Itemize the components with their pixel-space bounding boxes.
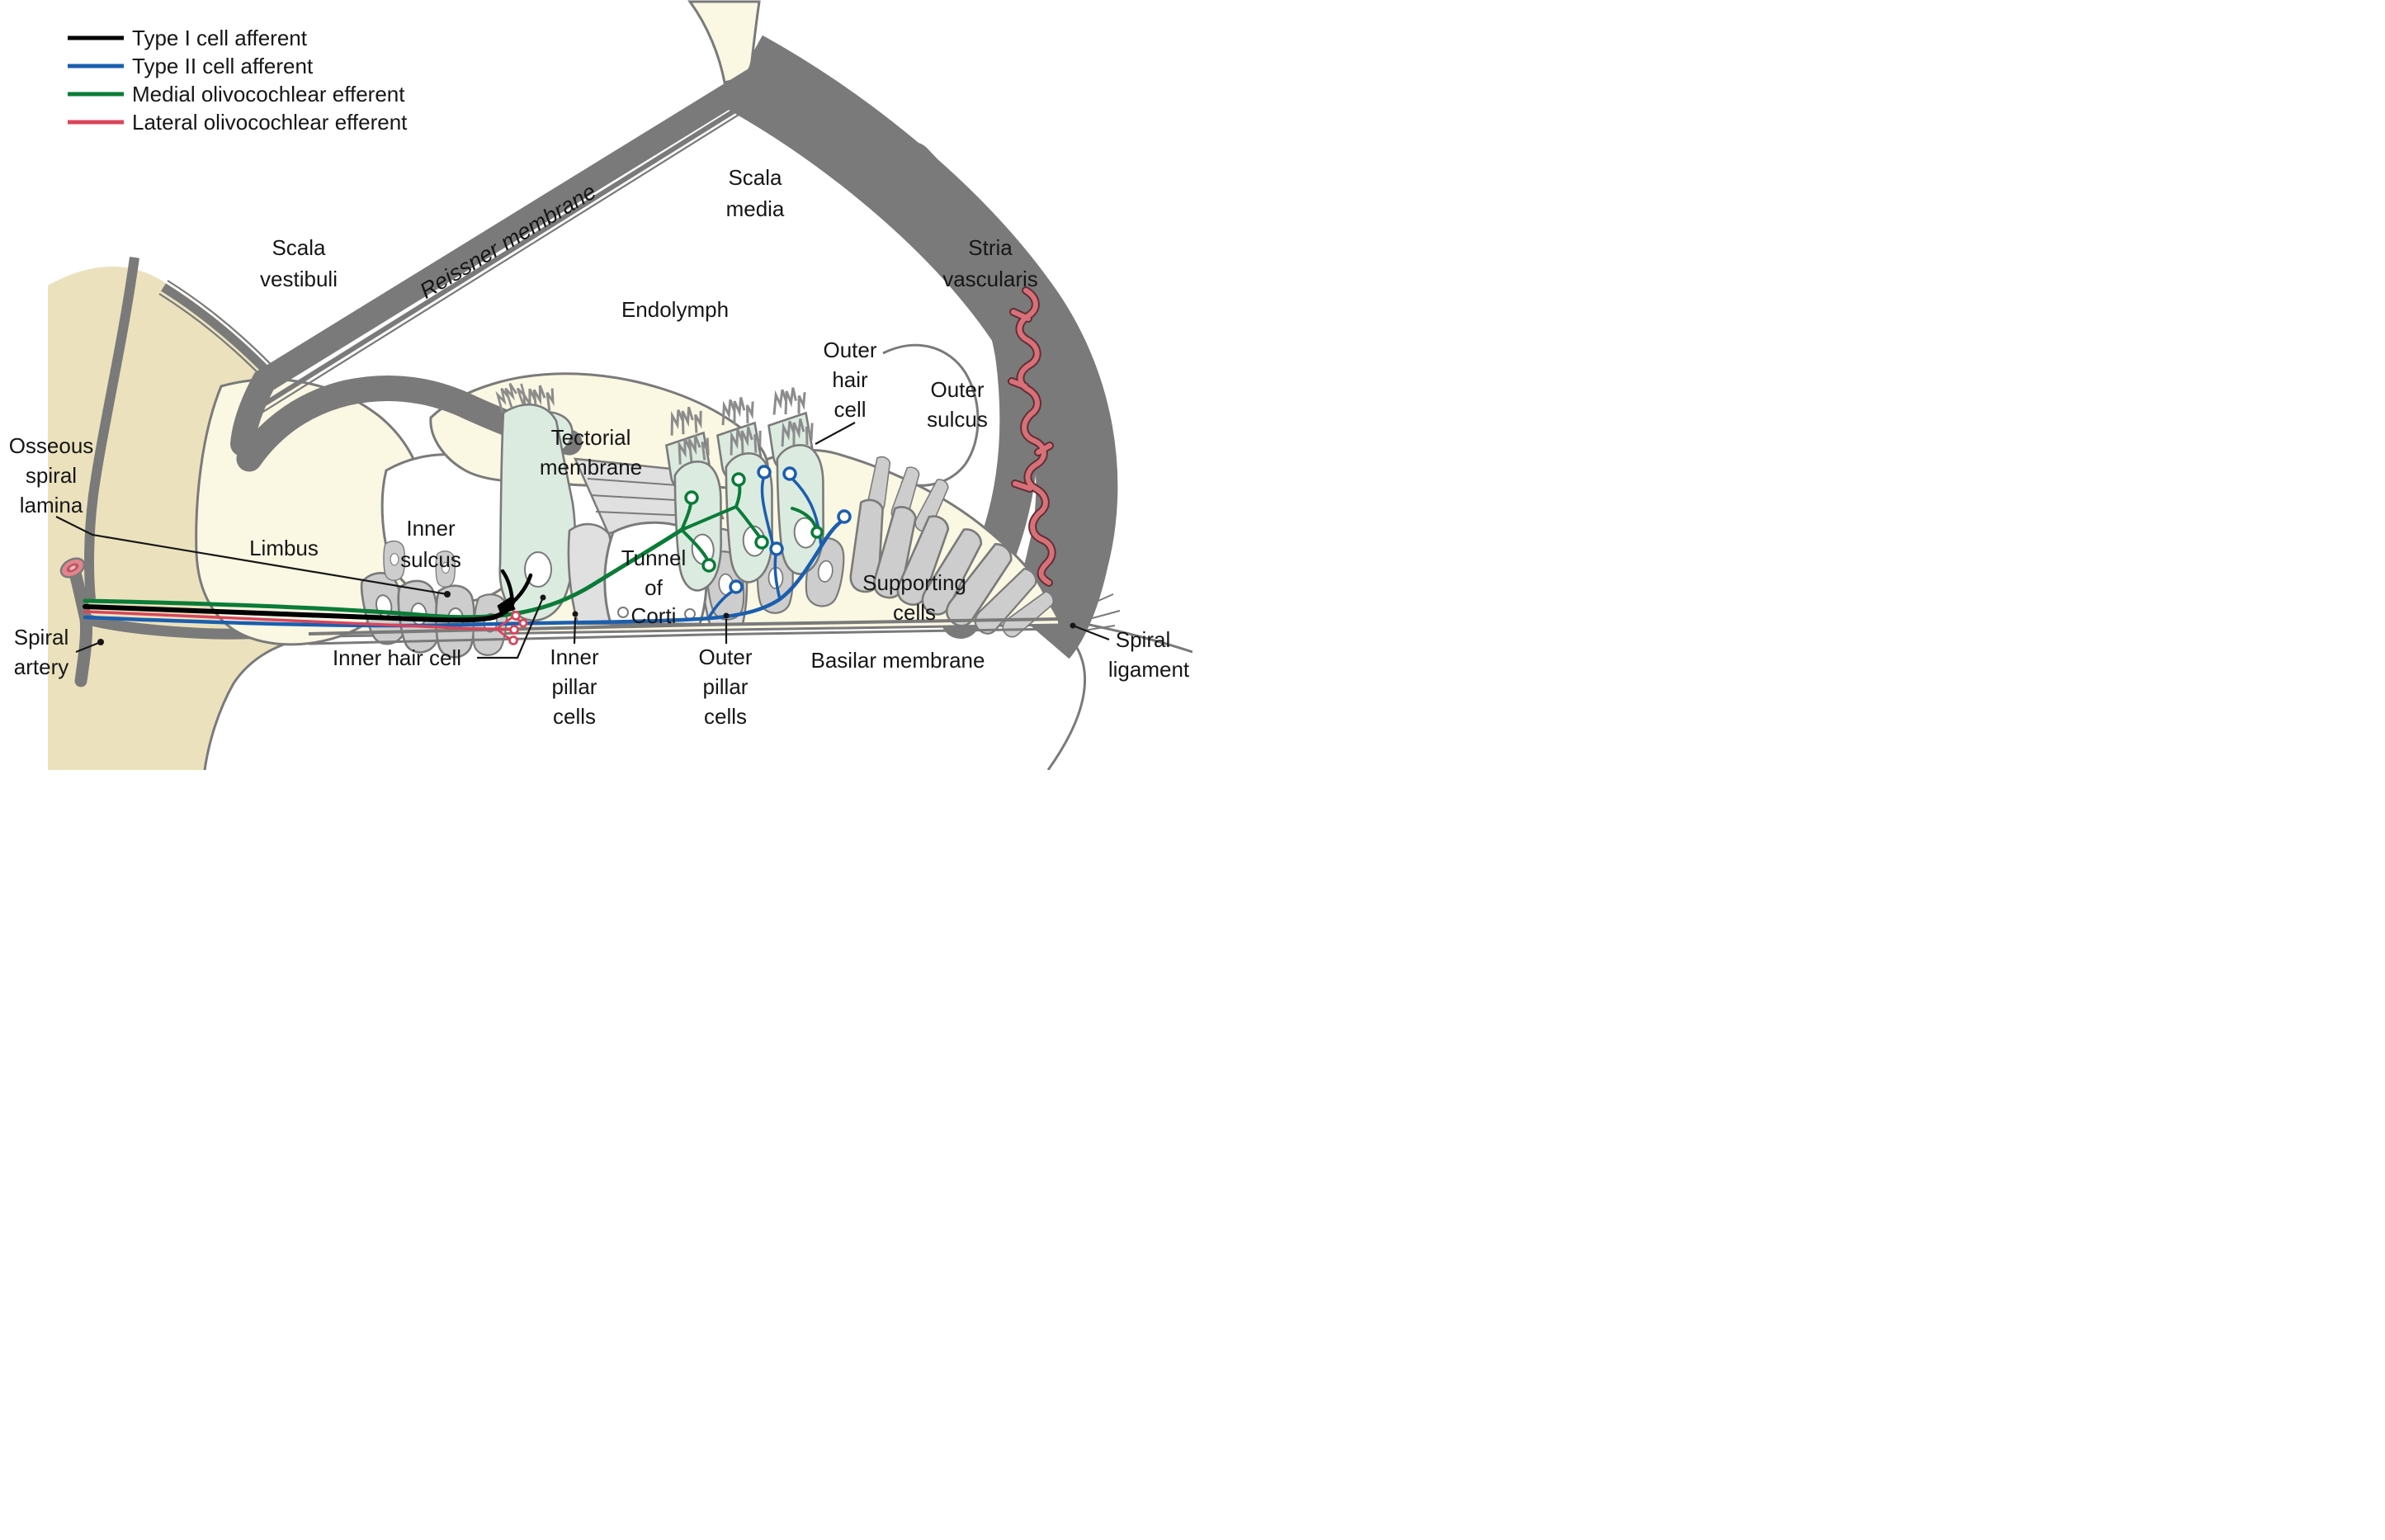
inner-hair-cell-shape	[492, 378, 577, 622]
label-endolymph: Endolymph	[621, 297, 729, 322]
label-scala-media-1: Scala	[728, 165, 782, 190]
legend-label-type1: Type I cell afferent	[132, 26, 308, 50]
label-scala-vestibuli-1: Scala	[272, 235, 326, 260]
label-inner-sulcus-1: Inner	[406, 516, 456, 541]
cochlea-diagram: Type I cell afferent Type II cell affere…	[0, 0, 1192, 770]
label-osseous-spiral-lamina-1: Osseous	[9, 433, 94, 458]
label-spiral-artery-2: artery	[14, 654, 68, 679]
artery-lumen-core	[69, 565, 76, 570]
label-basilar-membrane: Basilar membrane	[811, 648, 985, 673]
outer-wall	[724, 37, 1116, 658]
label-outer-pillar-cells-2: pillar	[703, 674, 749, 699]
label-limbus: Limbus	[249, 536, 319, 560]
label-outer-sulcus-2: sulcus	[927, 407, 988, 432]
type2-afferent-fiber	[83, 465, 852, 628]
leader-lines	[55, 422, 1110, 659]
lateral-olivocochlear-fiber	[83, 610, 528, 645]
label-spiral-ligament-2: ligament	[1108, 657, 1190, 682]
label-outer-pillar-cells-1: Outer	[698, 645, 752, 669]
label-inner-pillar-cells-1: Inner	[550, 645, 599, 669]
label-inner-hair-cell: Inner hair cell	[333, 645, 461, 670]
label-inner-sulcus-2: sulcus	[400, 547, 461, 572]
inner-hair-cell-leader	[477, 597, 545, 659]
label-inner-pillar-cells-3: cells	[553, 704, 596, 729]
outer-hair-cell-leader	[815, 422, 856, 445]
label-inner-pillar-cells-2: pillar	[552, 674, 597, 699]
label-osseous-spiral-lamina-3: lamina	[20, 493, 83, 517]
label-supporting-cells-2: cells	[893, 600, 936, 625]
osseous-leader	[55, 516, 448, 596]
label-osseous-spiral-lamina-2: spiral	[26, 463, 77, 488]
legend-label-medial: Medial olivocochlear efferent	[132, 82, 405, 106]
stria-capillaries	[1008, 286, 1056, 587]
label-outer-hair-cell-1: Outer	[823, 338, 876, 362]
reissner-membrane-shape	[230, 52, 791, 456]
label-stria-vascularis-2: vascularis	[942, 267, 1038, 291]
label-tunnel-of-corti-1: Tunnel	[621, 546, 687, 570]
label-outer-hair-cell-2: hair	[832, 367, 868, 392]
label-tectorial-membrane-1: Tectorial	[551, 425, 631, 450]
radial-vessel	[86, 257, 138, 600]
legend: Type I cell afferent Type II cell affere…	[68, 26, 408, 135]
type1-afferent-fiber	[83, 569, 533, 623]
inner-pillar-leader	[573, 616, 577, 645]
spiral-artery-leader	[75, 640, 102, 654]
label-stria-vascularis-1: Stria	[968, 235, 1013, 260]
cochlea-svg: Type I cell afferent Type II cell affere…	[0, 0, 1192, 770]
label-scala-vestibuli-2: vestibuli	[260, 267, 338, 291]
spiral-ligament-leader	[1072, 624, 1110, 641]
label-outer-sulcus-1: Outer	[930, 377, 984, 402]
label-outer-hair-cell-3: cell	[834, 397, 866, 422]
label-outer-pillar-cells-3: cells	[704, 704, 747, 729]
medial-olivocochlear-fiber	[83, 472, 824, 620]
label-spiral-ligament-1: Spiral	[1116, 627, 1170, 652]
pillar-foot-left	[617, 607, 629, 618]
legend-label-type2: Type II cell afferent	[132, 54, 314, 78]
label-tunnel-of-corti-2: of	[645, 575, 663, 600]
legend-label-lateral: Lateral olivocochlear efferent	[132, 110, 408, 135]
label-tectorial-membrane-2: membrane	[540, 455, 642, 479]
label-tunnel-of-corti-3: Corti	[631, 603, 677, 628]
label-scala-media-2: media	[726, 196, 785, 221]
spiral-ligament-shape	[1046, 593, 1192, 770]
basilar-membrane-shape	[308, 617, 1062, 645]
label-supporting-cells-1: Supporting	[862, 570, 966, 595]
label-spiral-artery-1: Spiral	[14, 625, 68, 650]
